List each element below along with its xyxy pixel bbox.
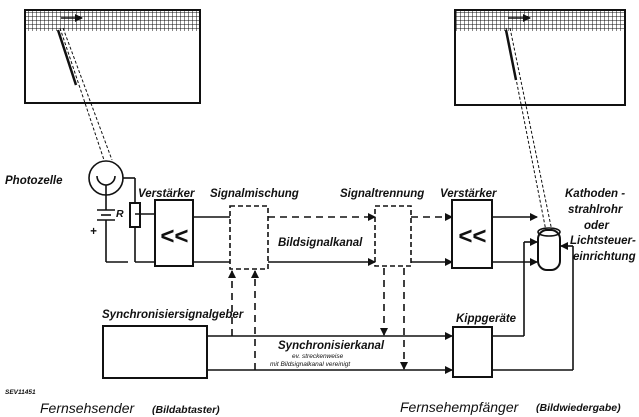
- figure-ref: SEV11451: [5, 389, 36, 396]
- photocell: [88, 160, 124, 196]
- sender-subcaption: (Bildabtaster): [152, 404, 220, 416]
- signal-separation-box: [374, 205, 412, 267]
- receiver-amplifier-symbol: <<: [458, 223, 486, 250]
- receiver-screen: [454, 9, 626, 106]
- sender-caption: Fernsehsender: [40, 400, 136, 416]
- scan-light-beam: [56, 27, 113, 161]
- crt-label-3: oder: [584, 220, 609, 232]
- resistor-label: R: [116, 208, 124, 220]
- crt-label-4: Lichtsteuer-: [570, 235, 636, 247]
- sweep-devices: [452, 326, 493, 378]
- image-signal-channel: [193, 213, 538, 266]
- crt-label-1: Kathoden -: [565, 188, 625, 200]
- receiver-caption: Fernsehempfänger: [400, 399, 520, 415]
- sync-channel-note-1: ev. streckenweise: [292, 353, 344, 360]
- receiver-amplifier: [451, 199, 493, 269]
- transmitter-screen: [24, 9, 201, 104]
- transmitter-amplifier-label: Verstärker: [138, 188, 195, 200]
- sync-signal-generator: [102, 325, 208, 379]
- transmitter-amplifier-symbol: <<: [160, 223, 188, 250]
- cathode-ray-tube: [537, 227, 561, 271]
- receiver-subcaption: (Bildwiedergabe): [536, 402, 621, 414]
- plus-sign: +: [90, 226, 97, 238]
- sweep-devices-label: Kippgeräte: [456, 313, 517, 325]
- signal-mixing-box: [229, 205, 269, 270]
- crt-label-2: strahlrohr: [568, 204, 623, 216]
- sync-channel-label: Synchronisierkanal: [278, 340, 385, 352]
- signal-mixing-label: Signalmischung: [210, 188, 299, 200]
- sync-channel-note-2: mit Bildsignalkanal vereinigt: [270, 361, 351, 368]
- sync-channel: [207, 238, 574, 374]
- crt-beam: [504, 27, 554, 237]
- sync-generator-label: Synchronisiersignalgeber: [102, 309, 244, 321]
- photocell-label: Photozelle: [5, 175, 63, 187]
- signal-separation-label: Signaltrennung: [340, 188, 424, 200]
- transmitter-amplifier: [154, 199, 194, 267]
- image-channel-label: Bildsignalkanal: [278, 237, 363, 249]
- crt-label-5: einrichtung: [573, 251, 636, 263]
- receiver-amplifier-label: Verstärker: [440, 188, 497, 200]
